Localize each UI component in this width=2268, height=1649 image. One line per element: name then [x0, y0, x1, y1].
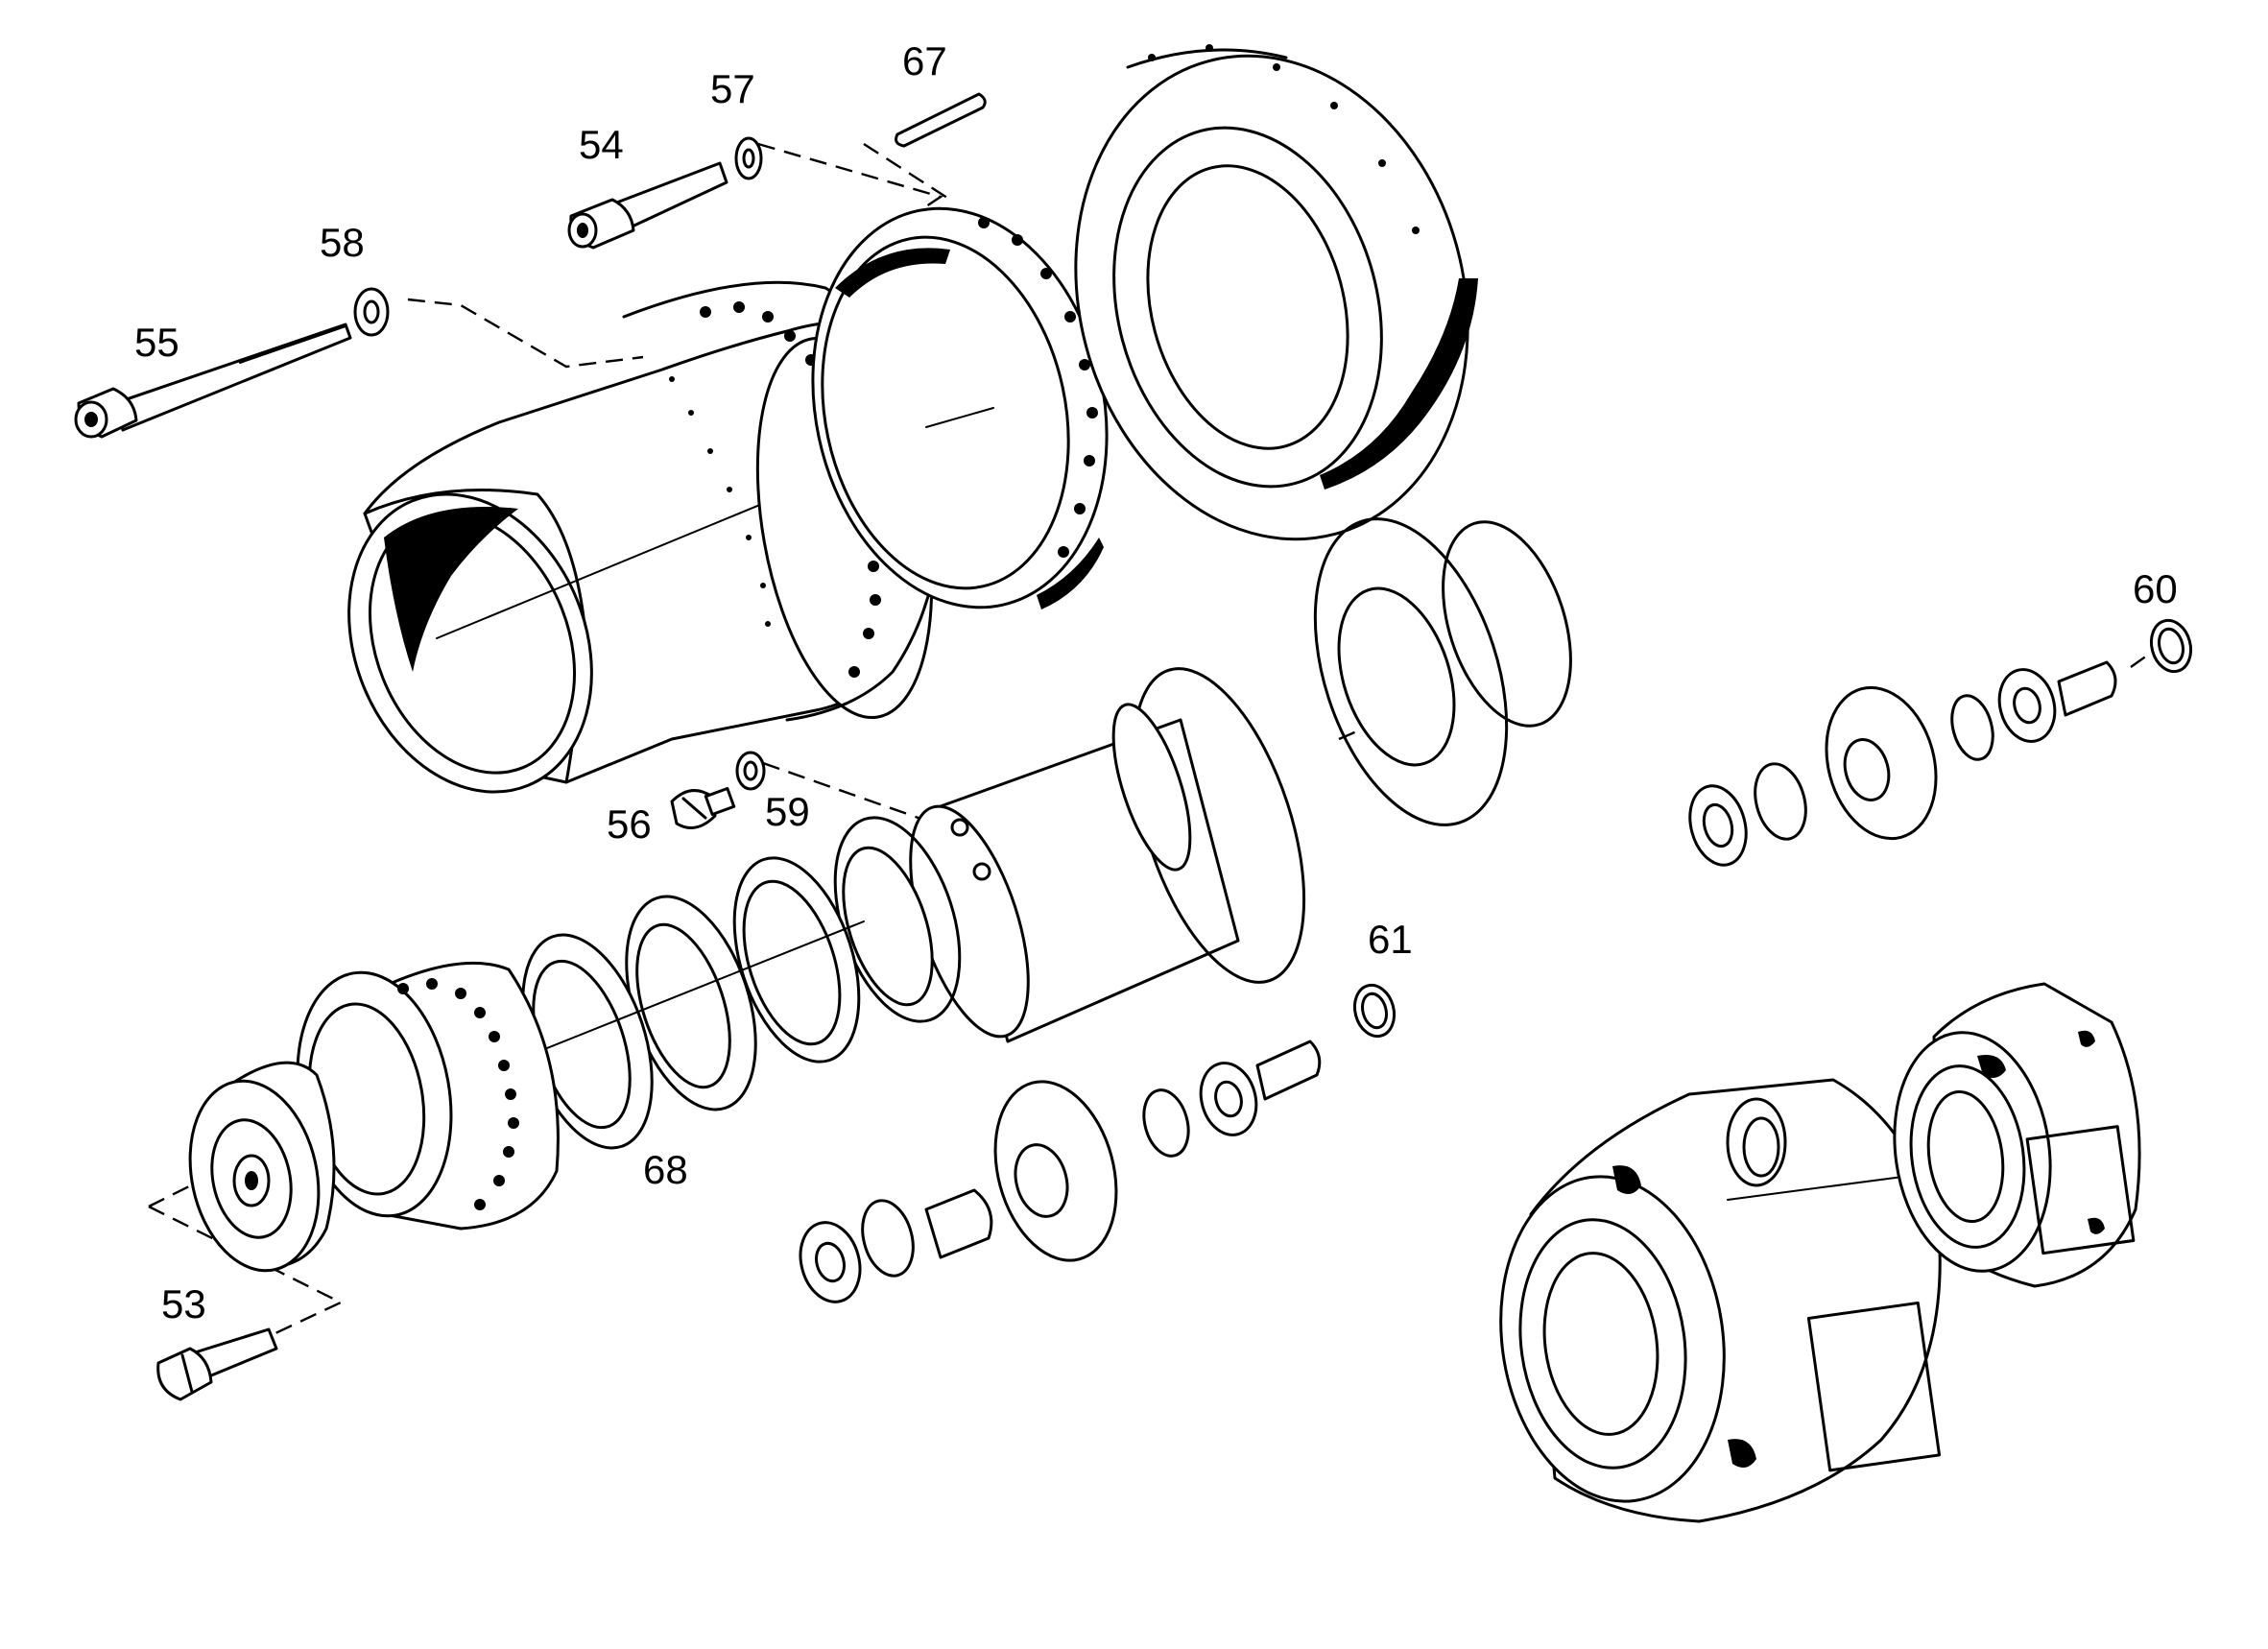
washer-57	[734, 136, 763, 180]
bearing-stack-68	[287, 816, 962, 1153]
long-bolt-55	[74, 323, 352, 439]
callout-56: 56	[607, 801, 652, 847]
callout-59: 59	[765, 789, 810, 834]
callout-53: 53	[161, 1281, 206, 1326]
short-bolt-54	[567, 161, 728, 250]
hex-bolt-53	[156, 1327, 278, 1401]
pinion-shaft	[909, 517, 1572, 1043]
callout-67: 67	[902, 38, 947, 84]
cover-cap	[188, 1061, 336, 1273]
retaining-ring-61	[1352, 983, 1397, 1039]
bearing-flange	[296, 961, 560, 1231]
screw-56	[670, 786, 736, 829]
pin-67	[895, 92, 987, 148]
callout-58: 58	[320, 220, 365, 265]
callout-55: 55	[134, 320, 179, 365]
planet-gear-set-upper	[1688, 660, 2117, 867]
callout-54: 54	[579, 122, 624, 167]
callout-labels: 53 54 55 56 57 58 59 60 61 67 68	[134, 38, 2178, 1326]
planet-gear-set-lower	[799, 1040, 1322, 1303]
callout-57: 57	[710, 66, 755, 111]
carrier-cover	[1893, 982, 2141, 1288]
seal-ring	[811, 206, 1109, 609]
housing	[347, 280, 961, 794]
planet-carrier	[1499, 1078, 1942, 1523]
washer-59	[735, 751, 766, 791]
callout-68: 68	[643, 1147, 688, 1192]
callout-60: 60	[2133, 566, 2178, 611]
ring-gear	[1074, 44, 1478, 541]
washer-58	[353, 287, 390, 337]
callout-61: 61	[1368, 917, 1413, 962]
retaining-ring-60	[2149, 618, 2193, 674]
